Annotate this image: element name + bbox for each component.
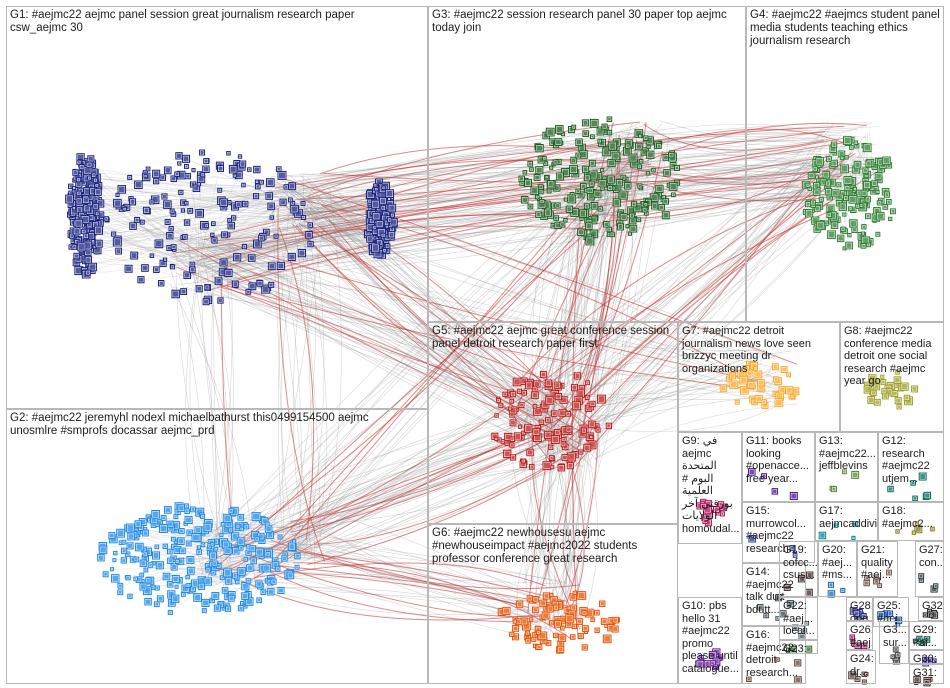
group-panel-g8: G8: #aejmc22 conference media detroit on… (840, 322, 944, 432)
group-panel-g5: G5: #aejmc22 aejmc great conference sess… (428, 322, 678, 524)
group-panel-g20: G20: #aej... #ms... (818, 541, 857, 597)
group-panel-g31: G31: #ai... (909, 664, 944, 684)
group-label: G22: #aej... local... (783, 600, 815, 638)
group-panel-g3: G3: #aejmc22 session research panel 30 p… (428, 6, 746, 322)
group-panel-g22: G22: #aej... local... (779, 597, 818, 640)
group-panel-g10: G10: pbs hello 31 #aejmc22 promo please … (678, 597, 742, 684)
group-panel-g21: G21: quality #aej... (857, 541, 898, 597)
group-label: G23: (783, 643, 815, 654)
group-panel-g6: G6: #aejmc22 newhousesu aejmc #newhousei… (428, 524, 678, 684)
group-label: G3: #aejmc22 session research panel 30 p… (432, 9, 743, 35)
group-panel-g11: G11: books looking #openacce... free yea… (742, 432, 815, 502)
group-panel-g1: G1: #aejmc22 aejmc panel session great j… (6, 6, 428, 409)
group-label: G24: dr... (850, 653, 873, 678)
group-panel-g18: G18: #aejmc2... (878, 502, 944, 541)
group-panel-g30: G30: #ai... (909, 650, 944, 664)
group-panel-g23: G23: (779, 640, 818, 654)
group-label: G17: aejmcaddivis... (819, 505, 875, 530)
group-panel-g13: G13: #aejmc22... jeffblevins (815, 432, 878, 502)
group-label: G4: #aejmc22 #aejmcs student panel media… (750, 9, 941, 48)
group-label: G12: research #aejmc22 utjem... (882, 435, 941, 485)
group-label: G9: في aejmc المتحدة # البوم العلمية بور… (682, 435, 739, 535)
group-panel-g27: G27: con... (915, 541, 944, 597)
group-label: G18: #aejmc2... (882, 505, 941, 530)
group-label: G7: #aejmc22 detroit journalism news lov… (682, 325, 837, 375)
group-label: G31: #ai... (913, 667, 941, 684)
group-label: G1: #aejmc22 aejmc panel session great j… (10, 9, 425, 35)
group-panel-g19: G19: cofcc... csus... (779, 541, 818, 597)
group-label: G28: duq... (850, 600, 870, 621)
group-label: G20: #aej... #ms... (822, 544, 854, 582)
group-panel-g9: G9: في aejmc المتحدة # البوم العلمية بور… (678, 432, 742, 544)
group-label: G26: #aej... (850, 624, 870, 649)
group-label: G2: #aejmc22 jeremyhl nodexl michaelbath… (10, 412, 425, 438)
group-label: G3... sur... (883, 624, 906, 649)
group-label: G5: #aejmc22 aejmc great conference sess… (432, 325, 675, 351)
group-panel-g4: G4: #aejmc22 #aejmcs student panel media… (746, 6, 944, 322)
group-panel-g29: G29: #ai... (909, 621, 944, 650)
group-label: G21: quality #aej... (861, 544, 895, 582)
group-label: G6: #aejmc22 newhousesu aejmc #newhousei… (432, 527, 675, 566)
group-panel-g17: G17: aejmcaddivis... (815, 502, 878, 541)
group-panel-g26: G26: #aej... (846, 621, 873, 650)
group-label: G30: #ai... (913, 653, 941, 664)
group-label: G10: pbs hello 31 #aejmc22 promo please … (682, 600, 739, 675)
group-panel-g24: G24: dr... (846, 650, 876, 684)
group-panel-g32: G32 (918, 597, 944, 621)
group-panel-g12: G12: research #aejmc22 utjem... (878, 432, 944, 502)
group-label: G32 (922, 600, 941, 613)
group-panel-g7: G7: #aejmc22 detroit journalism news lov… (678, 322, 840, 432)
group-label: G19: cofcc... csus... (783, 544, 815, 582)
group-panel-g28: G28: duq... (846, 597, 873, 621)
group-label: G11: books looking #openacce... free yea… (746, 435, 812, 485)
group-label: G27: con... (919, 544, 941, 569)
group-panel-g2: G2: #aejmc22 jeremyhl nodexl michaelbath… (6, 409, 428, 684)
group-label: G29: #ai... (913, 624, 941, 649)
group-panel-g3x: G3... sur... (879, 621, 909, 664)
group-label: G13: #aejmc22... jeffblevins (819, 435, 875, 473)
group-label: G8: #aejmc22 conference media detroit on… (844, 325, 941, 388)
